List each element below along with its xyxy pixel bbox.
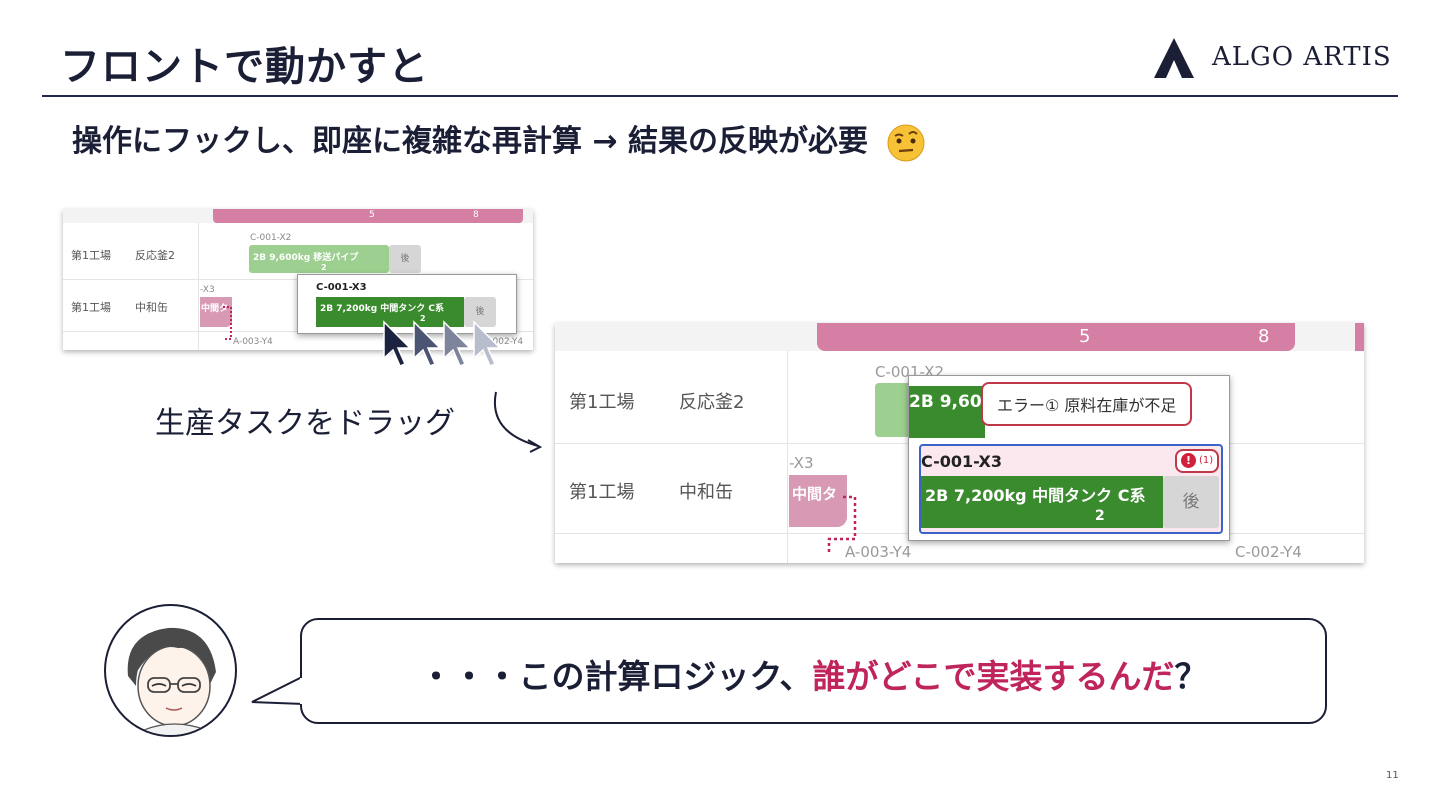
drag-task-id: C-001-X3 — [921, 452, 1002, 471]
drag-task-bar — [921, 476, 1163, 528]
drag-caption: 生産タスクをドラッグ — [155, 406, 455, 441]
dependency-link — [827, 495, 857, 553]
speech-bubble-tail-cover — [300, 678, 304, 704]
speech-bubble: ・・・この計算ロジック、誰がどこで実装するんだ？ — [300, 618, 1327, 724]
bottom-task-id-right: C-002-Y4 — [1235, 543, 1302, 561]
speech-text: ・・・この計算ロジック、誰がどこで実装するんだ？ — [302, 650, 1325, 698]
cursor-arrow-icon — [383, 320, 412, 367]
left-task-id: -X3 — [200, 285, 215, 295]
error-alert-icon: ! — [1181, 453, 1196, 468]
avatar — [104, 604, 237, 737]
ghost-task-after: 後 — [389, 245, 421, 273]
drag-task-id: C-001-X3 — [316, 282, 367, 293]
row-2-factory: 第1工場 — [569, 482, 635, 503]
curved-arrow-icon — [493, 391, 543, 453]
row-1-factory: 第1工場 — [71, 249, 111, 262]
drag-task-bar — [316, 297, 464, 327]
speech-text-accent: 誰がどこで実装するんだ — [812, 657, 1175, 696]
row-1-equipment: 反応釜2 — [135, 249, 175, 262]
raised-eyebrow-face-icon — [887, 124, 925, 161]
left-task-label: 中間タ — [792, 485, 838, 503]
slide-subtitle: 操作にフックし、即座に複雑な再計算 → 結果の反映が必要 — [72, 116, 926, 163]
ghost-task-bar[interactable] — [249, 245, 389, 273]
bottom-task-id: A-003-Y4 — [845, 543, 912, 561]
row-1-factory: 第1工場 — [569, 392, 635, 413]
drag-task-after: 後 — [464, 297, 496, 327]
timeline-bar — [213, 209, 523, 223]
ghost-task-id: C-001-X2 — [250, 233, 292, 243]
row-1-equipment: 反応釜2 — [679, 392, 745, 413]
cursor-arrow-icon — [413, 320, 442, 367]
drag-task-after: 後 — [1163, 476, 1219, 528]
timeline-day-5: 5 — [1079, 326, 1091, 347]
error-count: (1) — [1199, 455, 1214, 466]
drag-task-sub: 2 — [1095, 508, 1105, 524]
grid-line — [787, 351, 788, 563]
dependency-link — [223, 306, 232, 340]
page-number: 11 — [1386, 770, 1399, 781]
row-2-factory: 第1工場 — [71, 301, 111, 314]
gantt-chart-small: 5 8 第1工場 反応釜2 第1工場 中和缶 C-001-X2 2B 9,600… — [63, 209, 533, 350]
timeline-bar — [817, 323, 1295, 351]
company-logo: ALGO ARTIS — [1152, 36, 1402, 80]
drag-task-label: 2B 7,200kg 中間タンク C系 — [320, 304, 445, 314]
drag-task-popup[interactable]: C-001-X3 2B 7,200kg 中間タンク C系 2 後 — [297, 274, 517, 334]
speech-bubble-tail — [251, 675, 305, 705]
row-2-equipment: 中和缶 — [679, 482, 733, 503]
gantt-chart-large: 5 8 第1工場 反応釜2 第1工場 中和缶 C-001-X2 -X3 中間タ … — [555, 323, 1364, 563]
drag-task-label: 2B 7,200kg 中間タンク C系 — [925, 486, 1146, 505]
timeline-day-8: 8 — [1258, 326, 1270, 347]
speech-text-after: ？ — [1174, 657, 1208, 696]
timeline-end-cap — [1355, 323, 1364, 351]
logo-mark-icon — [1154, 38, 1194, 78]
left-task-bar[interactable] — [200, 297, 232, 327]
timeline-day-8: 8 — [473, 210, 479, 220]
cursor-arrow-icon — [473, 320, 502, 367]
error-tooltip: エラー① 原料在庫が不足 — [981, 382, 1193, 426]
title-divider — [42, 95, 1398, 97]
left-task-bar[interactable] — [789, 475, 847, 527]
drag-cursor-trail — [383, 320, 502, 367]
left-task-id: -X3 — [789, 454, 814, 472]
ghost-task-label: 2B 9,600kg 移送パイプ — [253, 253, 359, 263]
error-badge[interactable]: ! (1) — [1175, 449, 1219, 473]
bottom-task-id: A-003-Y4 — [233, 337, 273, 347]
grid-line — [198, 223, 199, 350]
subtitle-text: 操作にフックし、即座に複雑な再計算 → 結果の反映が必要 — [72, 124, 869, 159]
logo-text: ALGO ARTIS — [1212, 42, 1392, 72]
speech-text-before: ・・・この計算ロジック、 — [419, 657, 813, 696]
drag-task-sub: 2 — [420, 314, 426, 323]
bottom-task-id-right: C-002-Y4 — [483, 337, 524, 347]
row-2-equipment: 中和缶 — [135, 301, 168, 314]
cursor-arrow-icon — [443, 320, 472, 367]
ghost-task-bar-overlap — [909, 386, 985, 438]
timeline-day-5: 5 — [369, 210, 375, 220]
drag-task-popup[interactable]: 2B 9,600kg エラー① 原料在庫が不足 C-001-X3 ! (1) 2… — [908, 375, 1230, 541]
ghost-task-sub: 2 — [321, 263, 327, 272]
person-illustration-icon — [127, 627, 216, 735]
left-task-label: 中間タ — [201, 304, 229, 314]
slide-title: フロントで動かすと — [60, 44, 429, 90]
